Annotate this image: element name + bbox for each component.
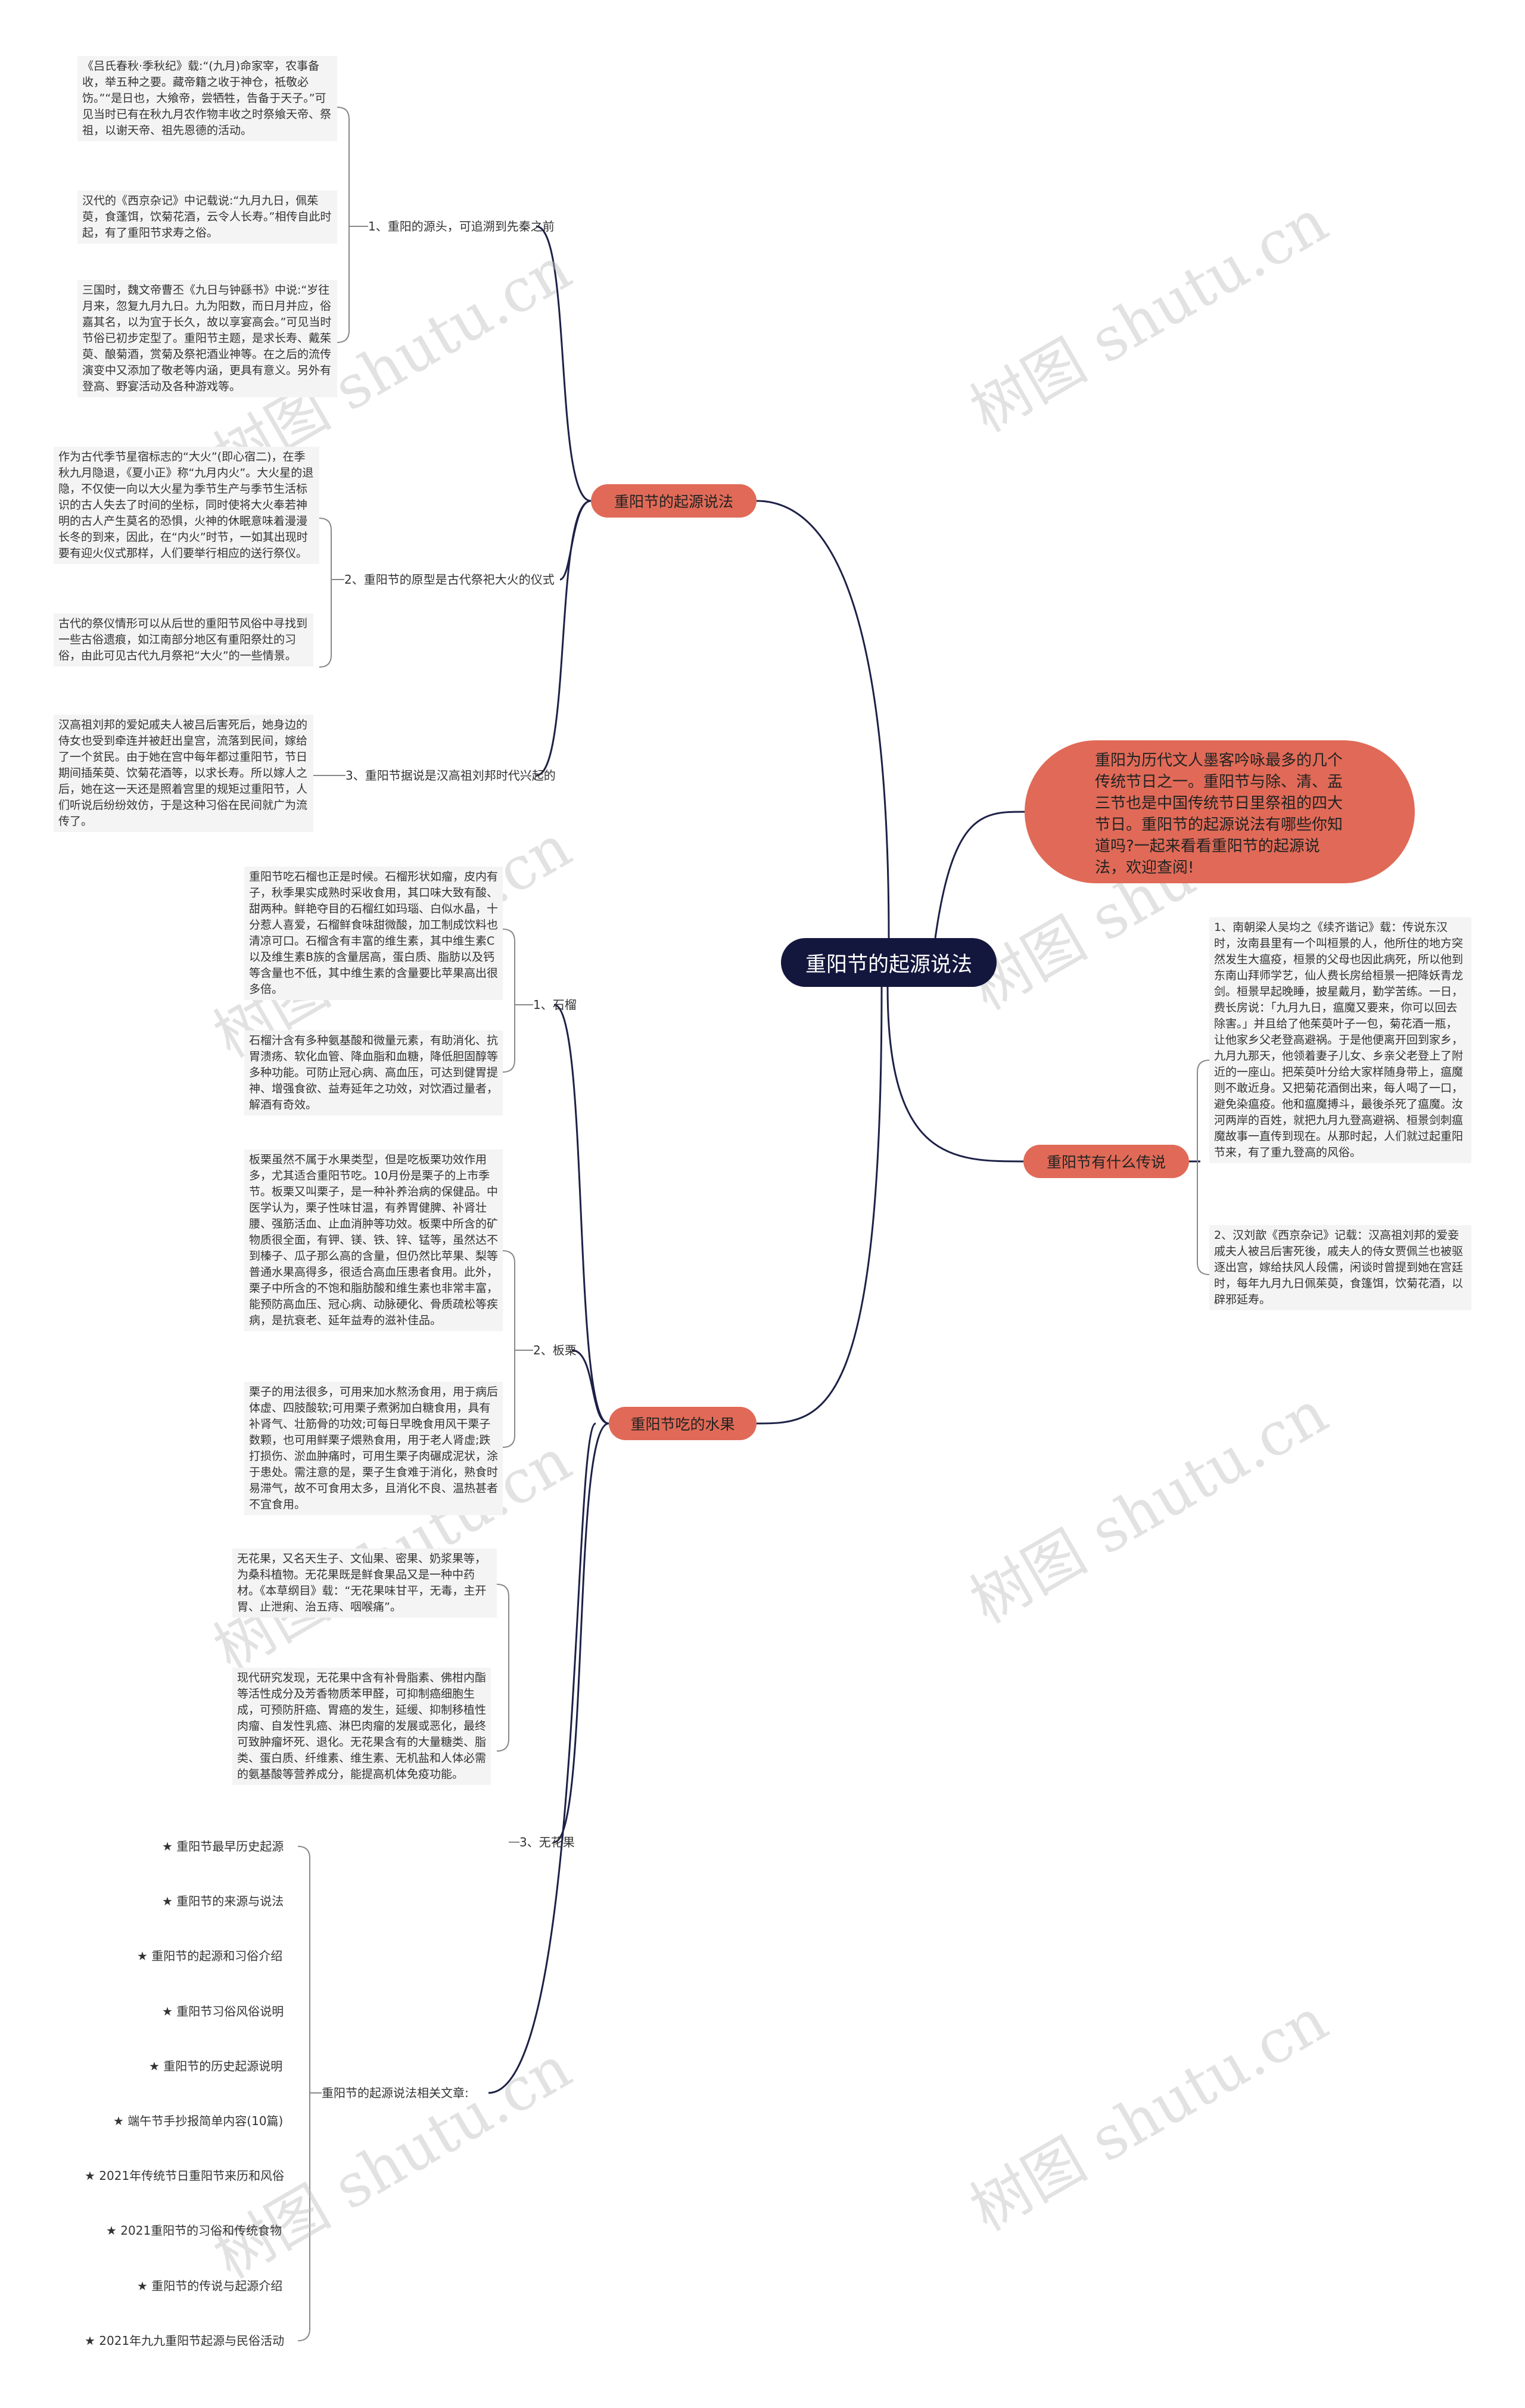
related-item[interactable]: ★ 重阳节的历史起源说明 [149, 2059, 283, 2073]
related-item[interactable]: ★ 重阳节的起源和习俗介绍 [137, 1949, 283, 1963]
related-item[interactable]: ★ 2021年传统节日重阳节来历和风俗 [85, 2169, 285, 2183]
origin-1-text-3: 三国时，魏文帝曹丕《九日与钟繇书》中说:“岁往月来，忽复九月九日。九为阳数，而日… [77, 280, 337, 397]
related-item[interactable]: ★ 2021重阳节的习俗和传统食物 [106, 2223, 282, 2238]
fruit-2-text-2: 栗子的用法很多，可用来加水熬汤食用，用于病后体虚、四肢酸软;可用栗子煮粥加白糖食… [244, 1382, 503, 1515]
related-item[interactable]: ★ 重阳节的传说与起源介绍 [137, 2279, 283, 2293]
related-item[interactable]: ★ 端午节手抄报简单内容(10篇) [113, 2114, 284, 2128]
related-item[interactable]: ★ 2021年九九重阳节起源与民俗活动 [85, 2334, 285, 2348]
fruit-3-text-2: 现代研究发现，无花果中含有补骨脂素、佛柑内酯等活性成分及芳香物质苯甲醛，可抑制癌… [232, 1668, 491, 1785]
related-item[interactable]: ★ 重阳节习俗风俗说明 [162, 2004, 284, 2018]
fruit-3-text-1: 无花果，又名天生子、文仙果、密果、奶浆果等，为桑科植物。无花果既是鲜食果品又是一… [232, 1549, 497, 1618]
intro-node[interactable]: 重阳为历代文人墨客吟咏最多的几个传统节日之一。重阳节与除、清、盂三节也是中国传统… [1025, 740, 1415, 883]
branch-legend[interactable]: 重阳节有什么传说 [1023, 1145, 1189, 1178]
legend-text-2: 2、汉刘歆《西京杂记》记载：汉高祖刘邦的爱妾戚夫人被吕后害死後，戚夫人的侍女贾佩… [1209, 1225, 1471, 1310]
branch-fruit[interactable]: 重阳节吃的水果 [609, 1407, 757, 1440]
root-node[interactable]: 重阳节的起源说法 [781, 938, 997, 987]
fruit-1-text-1: 重阳节吃石榴也正是时候。石榴形状如瘤，皮内有子，秋季果实成熟时采收食用，其口味大… [244, 867, 503, 1000]
fruit-2-text-1: 板栗虽然不属于水果类型，但是吃板栗功效作用多，尤其适合重阳节吃。10月份是栗子的… [244, 1150, 503, 1331]
related-item[interactable]: ★ 重阳节的来源与说法 [162, 1894, 284, 1908]
origin-sub-1-label[interactable]: 1、重阳的源头，可追溯到先秦之前 [368, 219, 555, 233]
fruit-1-text-2: 石榴汁含有多种氨基酸和微量元素，有助消化、抗胃溃疡、软化血管、降血脂和血糖，降低… [244, 1030, 503, 1116]
related-articles-header: 重阳节的起源说法相关文章: [322, 2086, 469, 2100]
origin-3-text-1: 汉高祖刘邦的爱妃戚夫人被吕后害死后，她身边的侍女也受到牵连并被赶出皇宫，流落到民… [54, 715, 313, 832]
legend-text-1: 1、南朝梁人吴均之《续齐谐记》载：传说东汉时，汝南县里有一个叫桓景的人，他所住的… [1209, 917, 1471, 1163]
origin-2-text-1: 作为古代季节星宿标志的“大火”(即心宿二)，在季秋九月隐退，《夏小正》称“九月内… [54, 447, 319, 564]
origin-2-text-2: 古代的祭仪情形可以从后世的重阳节风俗中寻找到一些古俗遗痕，如江南部分地区有重阳祭… [54, 613, 313, 666]
fruit-sub-2-label[interactable]: 2、板栗 [533, 1343, 577, 1357]
origin-1-text-1: 《吕氏春秋·季秋纪》载:“(九月)命家宰，农事备收，举五种之要。藏帝籍之收于神仓… [77, 56, 337, 141]
fruit-sub-3-label[interactable]: 3、无花果 [519, 1835, 575, 1849]
branch-origin[interactable]: 重阳节的起源说法 [591, 484, 757, 518]
fruit-sub-1-label[interactable]: 1、石榴 [533, 998, 577, 1012]
origin-sub-2-label[interactable]: 2、重阳节的原型是古代祭祀大火的仪式 [344, 572, 555, 587]
related-item[interactable]: ★ 重阳节最早历史起源 [162, 1839, 284, 1853]
origin-sub-3-label[interactable]: 3、重阳节据说是汉高祖刘邦时代兴起的 [346, 768, 556, 783]
origin-1-text-2: 汉代的《西京杂记》中记载说:“九月九日，佩茱萸，食蓬饵，饮菊花酒，云令人长寿。”… [77, 191, 337, 244]
